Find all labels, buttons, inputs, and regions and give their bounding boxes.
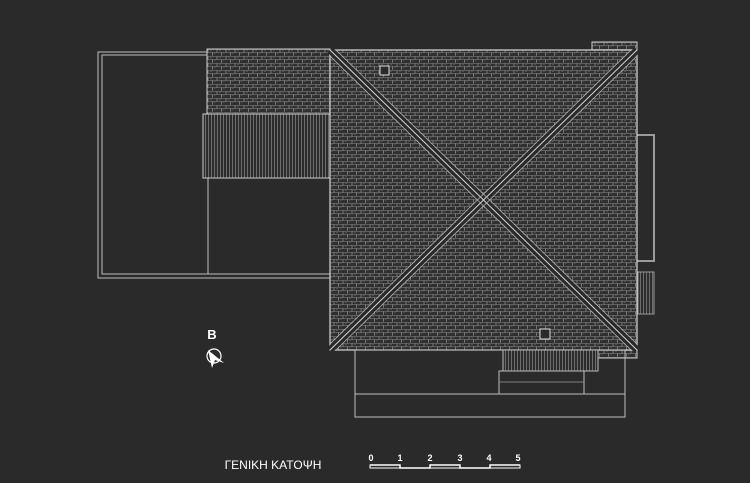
chimney-south xyxy=(539,328,551,340)
entrance-stairs xyxy=(354,349,626,418)
north-arrow: Β xyxy=(206,327,224,368)
main-hipped-roof xyxy=(327,47,640,353)
chimney-north xyxy=(379,65,390,76)
north-label: Β xyxy=(207,327,216,342)
north-arrow-icon xyxy=(206,348,224,368)
scale-bar: 0 1 2 3 4 5 xyxy=(368,453,521,469)
scale-label-2: 2 xyxy=(427,453,432,463)
scale-label-4: 4 xyxy=(486,453,491,463)
scale-label-3: 3 xyxy=(457,453,462,463)
scale-label-5: 5 xyxy=(515,453,520,463)
left-roof-wing xyxy=(202,48,331,179)
scale-label-1: 1 xyxy=(397,453,402,463)
scale-label-0: 0 xyxy=(368,453,373,463)
drawing-title: ΓΕΝΙΚΗ ΚΑΤΟΨΗ xyxy=(225,458,322,472)
